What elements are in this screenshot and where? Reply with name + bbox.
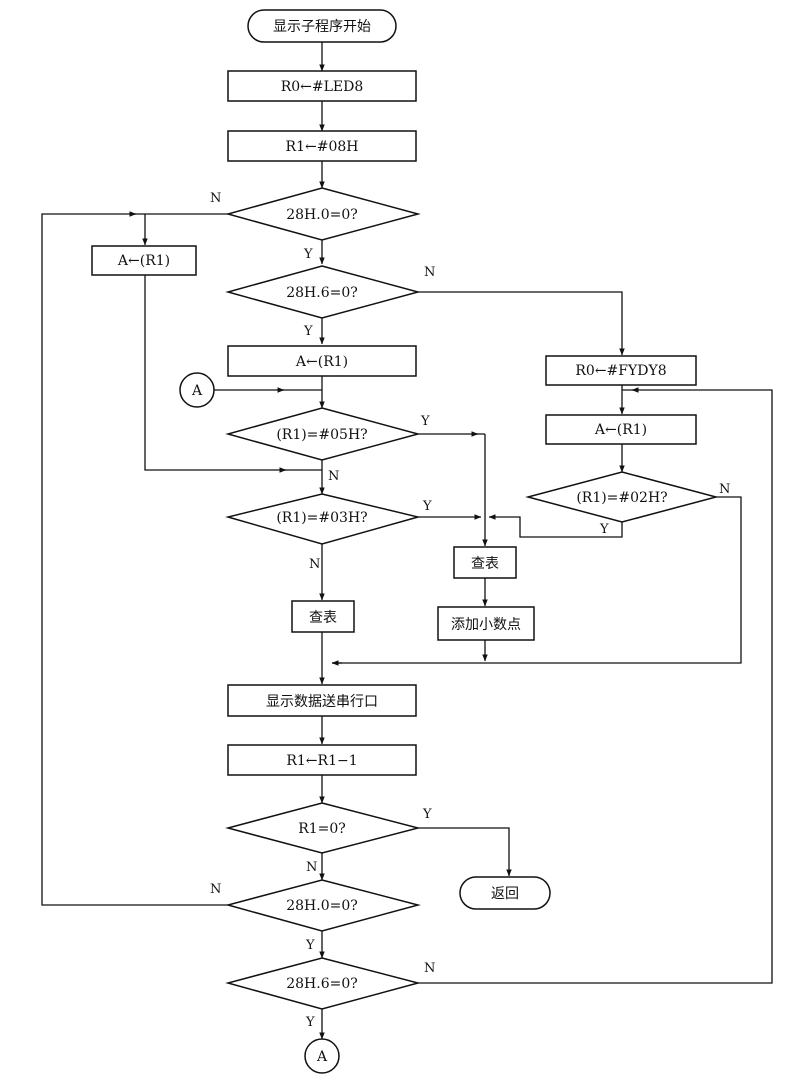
decision-28h6-bottom-label: 28H.6=0? [286, 976, 358, 992]
decision-28h0-bottom-label: 28H.0=0? [286, 898, 358, 914]
label-no: N [306, 860, 317, 875]
lookup-right-label: 查表 [471, 556, 499, 572]
connector-a-bottom: A [304, 1038, 340, 1074]
label-yes: Y [305, 1015, 315, 1030]
label-no: N [328, 469, 339, 484]
label-no: N [210, 191, 221, 206]
start-label: 显示子程序开始 [273, 19, 371, 35]
node-add-decimal-point: 添加小数点 [437, 606, 535, 641]
node-a-from-r1-right: A←(R1) [545, 414, 697, 445]
decision-28h6-top-label: 28H.6=0? [286, 285, 358, 301]
return-label: 返回 [491, 886, 519, 902]
node-start: 显示子程序开始 [247, 9, 397, 43]
node-send-serial: 显示数据送串行口 [227, 684, 417, 717]
label-no: N [309, 557, 320, 572]
node-decrement-r1: R1←R1−1 [227, 744, 417, 776]
label-yes: Y [303, 324, 313, 339]
label-yes: Y [422, 499, 432, 514]
label-no: N [424, 961, 435, 976]
decision-r1-02h-label: (R1)=#02H? [576, 490, 667, 506]
node-set-r0-fydy8: R0←#FYDY8 [545, 355, 697, 386]
node-set-r1-08h: R1←#08H [227, 130, 417, 162]
decision-r1-zero: R1=0? [225, 802, 421, 854]
lookup-left-label: 查表 [309, 610, 337, 626]
decision-28h0-top-label: 28H.0=0? [286, 207, 358, 223]
label-no: N [424, 265, 435, 280]
label-no: N [719, 482, 730, 497]
decision-28h6-bottom: 28H.6=0? [225, 957, 421, 1010]
label-yes: Y [599, 522, 609, 537]
connector-a-top-label: A [191, 383, 203, 399]
a-from-r1-left-label: A←(R1) [117, 253, 170, 269]
decision-r1-05h: (R1)=#05H? [225, 407, 421, 461]
node-a-from-r1-left: A←(R1) [91, 245, 197, 276]
label-yes: Y [305, 938, 315, 953]
a-from-r1-right-label: A←(R1) [594, 422, 647, 438]
node-a-from-r1-mid: A←(R1) [227, 345, 417, 377]
flow-connectors [41, 42, 773, 1040]
set-r0-fydy8-label: R0←#FYDY8 [575, 363, 666, 379]
decrement-r1-label: R1←R1−1 [286, 753, 357, 769]
node-return: 返回 [459, 876, 551, 910]
label-yes: Y [303, 247, 313, 262]
decision-r1-02h: (R1)=#02H? [525, 471, 719, 523]
add-decimal-point-label: 添加小数点 [451, 617, 521, 633]
decision-r1-zero-label: R1=0? [298, 821, 346, 837]
branch-labels: N Y N Y Y N Y N Y N Y N N Y N Y [210, 191, 730, 1030]
decision-r1-05h-label: (R1)=#05H? [276, 427, 367, 443]
set-r0-led8-label: R0←#LED8 [281, 79, 364, 95]
send-serial-label: 显示数据送串行口 [266, 694, 378, 710]
decision-r1-03h: (R1)=#03H? [225, 493, 421, 545]
node-lookup-right: 查表 [453, 546, 517, 579]
decision-28h6-top: 28H.6=0? [225, 265, 421, 319]
decision-28h0-bottom: 28H.0=0? [225, 879, 421, 932]
connector-a-bottom-label: A [316, 1049, 328, 1065]
label-yes: Y [422, 807, 432, 822]
node-set-r0-led8: R0←#LED8 [227, 70, 417, 102]
node-lookup-left: 查表 [291, 600, 355, 633]
decision-28h0-top: 28H.0=0? [225, 187, 421, 241]
label-no: N [210, 882, 221, 897]
set-r1-08h-label: R1←#08H [286, 139, 359, 155]
decision-r1-03h-label: (R1)=#03H? [276, 510, 367, 526]
a-from-r1-mid-label: A←(R1) [295, 354, 348, 370]
connector-a-top: A [179, 372, 215, 408]
label-yes: Y [420, 414, 430, 429]
